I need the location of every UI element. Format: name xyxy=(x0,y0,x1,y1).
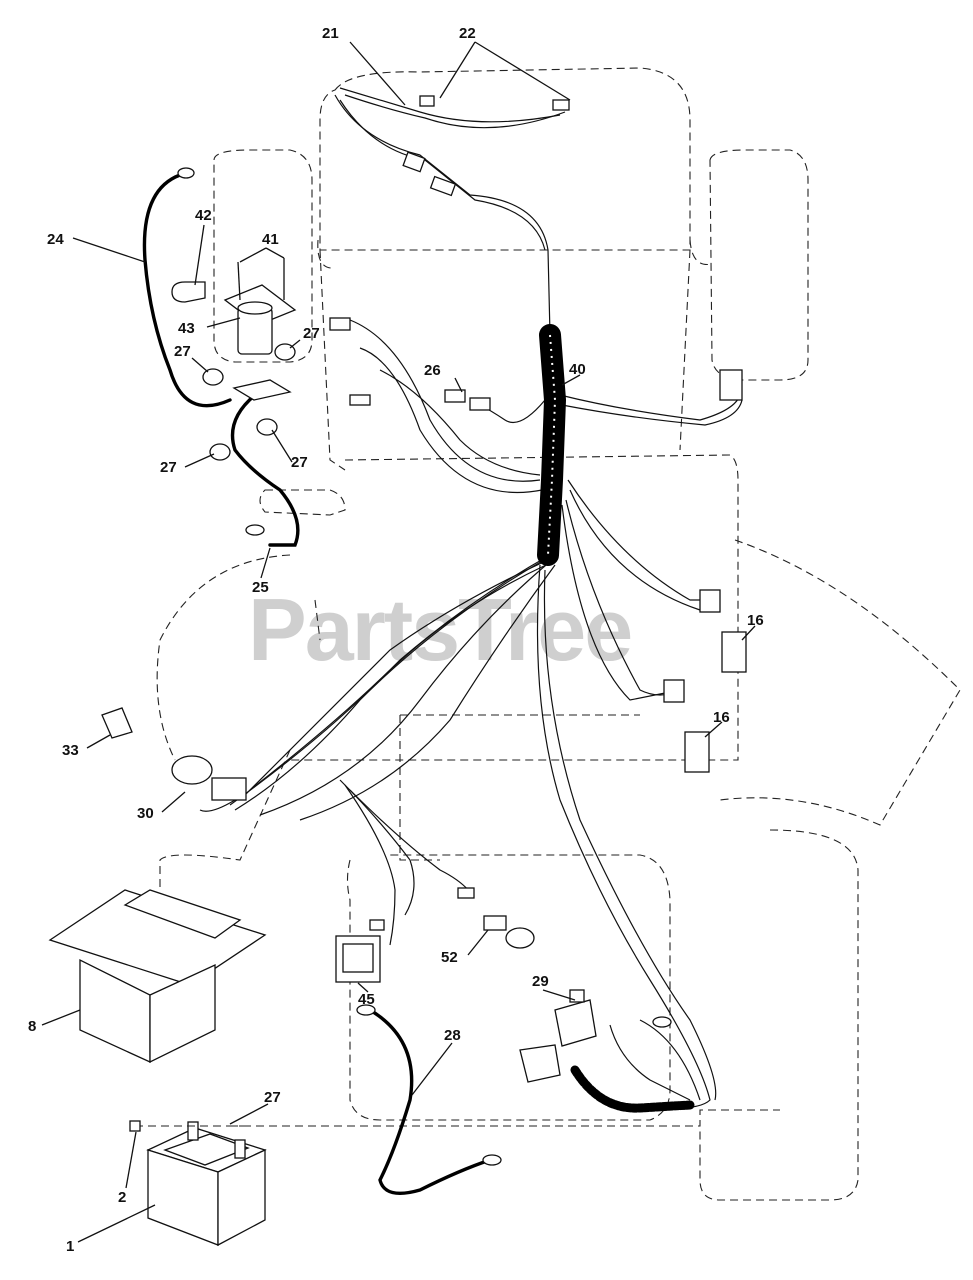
callout-52: 52 xyxy=(441,949,458,966)
callout-42: 42 xyxy=(195,207,212,224)
callout-25: 25 xyxy=(252,579,269,596)
coiled-cable-29 xyxy=(570,1065,695,1113)
battery-box xyxy=(48,889,267,1064)
tractor-outline xyxy=(156,67,961,1201)
callout-43: 43 xyxy=(178,320,195,337)
cable-25 xyxy=(230,393,300,547)
harness-wires xyxy=(199,87,743,1109)
callout-27-d: 27 xyxy=(291,454,308,471)
callout-45: 45 xyxy=(358,991,375,1008)
callout-27-c: 27 xyxy=(160,459,177,476)
callout-28: 28 xyxy=(444,1027,461,1044)
callout-16-a: 16 xyxy=(747,612,764,629)
callout-29: 29 xyxy=(532,973,549,990)
callout-8: 8 xyxy=(28,1018,36,1035)
callout-41: 41 xyxy=(262,231,279,248)
callout-30: 30 xyxy=(137,805,154,822)
callout-27-a: 27 xyxy=(303,325,320,342)
callout-40: 40 xyxy=(569,361,586,378)
leader-lines xyxy=(41,41,756,1243)
ring-terminals xyxy=(177,167,672,1166)
callout-21: 21 xyxy=(322,25,339,42)
callout-26: 26 xyxy=(424,362,441,379)
solenoid-assembly xyxy=(171,258,297,461)
conduit-sleeve xyxy=(537,324,567,566)
callout-27-e: 27 xyxy=(264,1089,281,1106)
callout-2: 2 xyxy=(118,1189,126,1206)
fuse-holder xyxy=(519,989,597,1083)
callout-27-b: 27 xyxy=(174,343,191,360)
bolt-2 xyxy=(129,1120,141,1132)
callout-24: 24 xyxy=(47,231,64,248)
callout-1: 1 xyxy=(66,1238,74,1255)
callout-16-b: 16 xyxy=(713,709,730,726)
callout-33: 33 xyxy=(62,742,79,759)
ignition-switch xyxy=(101,707,247,801)
callout-22: 22 xyxy=(459,25,476,42)
cable-24 xyxy=(142,173,232,408)
battery xyxy=(146,1121,267,1247)
cable-28 xyxy=(368,1008,492,1195)
hour-meter xyxy=(335,935,381,983)
callout-labels: 21 22 24 42 41 43 27 27 27 27 26 40 25 1… xyxy=(28,25,764,1255)
connectors xyxy=(329,95,747,949)
